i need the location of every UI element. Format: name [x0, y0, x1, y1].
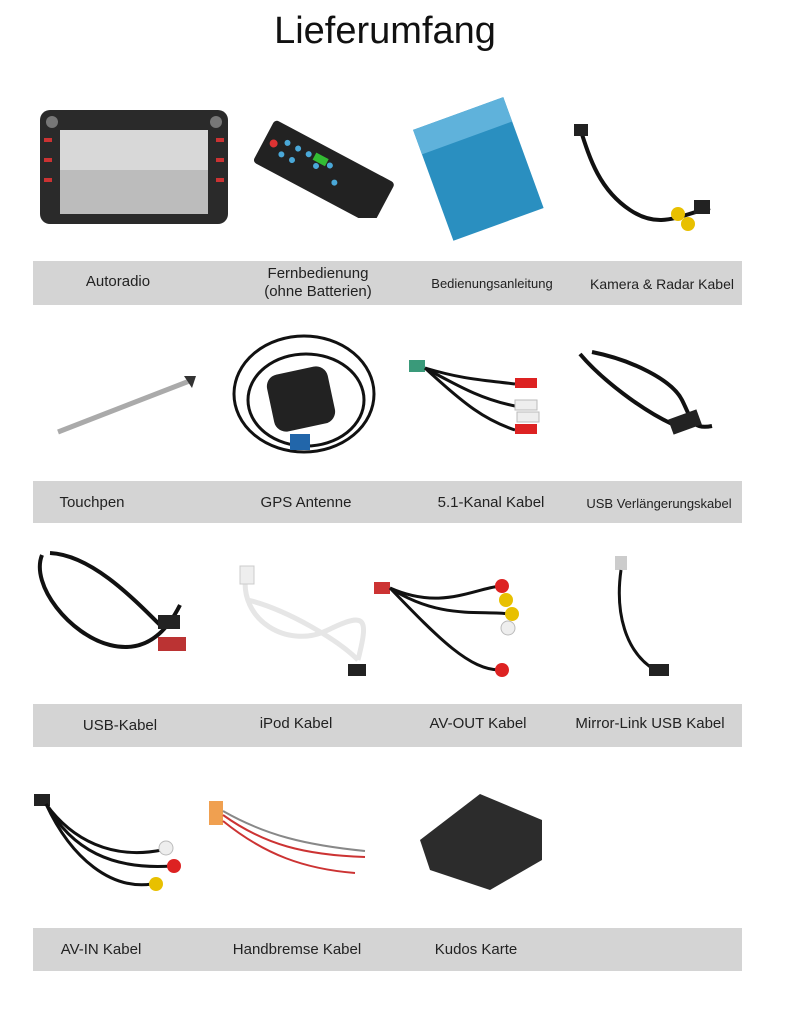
page-title: Lieferumfang — [274, 10, 496, 52]
item-label-kudos-card: Kudos Karte — [434, 941, 518, 958]
label-bar-row-4 — [33, 928, 742, 971]
gps-antenna-image — [232, 334, 376, 454]
user-manual-image — [413, 97, 544, 241]
car-radio-image — [40, 110, 228, 224]
item-label-5-1-cable: 5.1-Kanal Kabel — [437, 494, 545, 511]
item-label-touchpen: Touchpen — [59, 494, 125, 511]
usb-extension-cable-image — [578, 350, 713, 435]
item-label-av-out-cable: AV-OUT Kabel — [429, 715, 527, 732]
item-label-camera-radar-cable: Kamera & Radar Kabel — [590, 276, 734, 292]
item-label-remote-line2: (ohne Batterien) — [264, 283, 372, 300]
item-label-handbrake-cable: Handbremse Kabel — [232, 941, 362, 958]
5-1-channel-cable-image — [409, 360, 540, 434]
item-label-ipod-cable: iPod Kabel — [259, 715, 333, 732]
item-label-autoradio: Autoradio — [85, 273, 151, 290]
sd-card-image — [420, 794, 542, 890]
item-label-usb-extension: USB Verlängerungskabel — [586, 496, 732, 511]
usb-cable-image — [38, 551, 186, 651]
remote-control-image — [253, 120, 394, 218]
label-bar-row-3 — [33, 704, 742, 747]
item-label-remote: Fernbedienung(ohne Batterien) — [264, 265, 372, 301]
item-label-mirror-link-cable: Mirror-Link USB Kabel — [575, 715, 725, 732]
label-bar-row-2 — [33, 481, 742, 523]
item-label-gps-antenna: GPS Antenne — [260, 494, 352, 511]
av-out-cable-image — [374, 579, 519, 677]
item-label-remote-line1: Fernbedienung — [267, 265, 369, 282]
camera-radar-cable-image — [574, 124, 711, 231]
mirror-link-usb-cable-image — [615, 556, 669, 676]
ipod-cable-image — [239, 565, 366, 676]
item-label-usb-cable: USB-Kabel — [82, 717, 158, 734]
av-in-cable-image — [34, 794, 181, 891]
item-label-av-in-cable: AV-IN Kabel — [60, 941, 142, 958]
label-bar-row-1 — [33, 261, 742, 305]
item-label-manual: Bedienungsanleitung — [431, 276, 553, 291]
handbrake-cable-image — [209, 801, 366, 874]
touchpen-image — [57, 376, 196, 435]
